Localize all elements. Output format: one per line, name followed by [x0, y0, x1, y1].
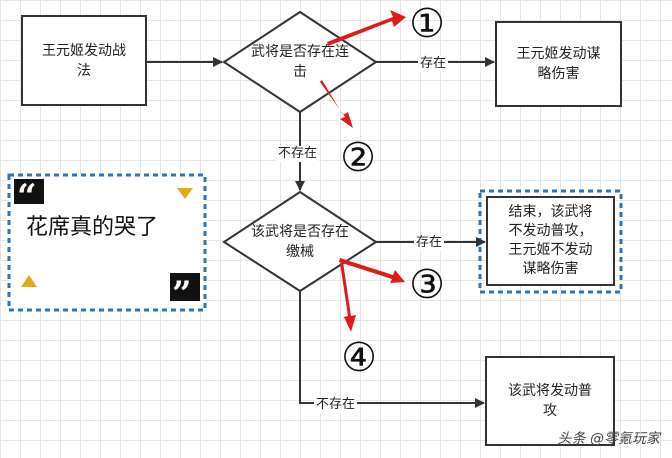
close-quote-icon-bg	[170, 273, 200, 301]
edge-label-d1-no: 不存在	[276, 146, 320, 162]
marker-4: ④	[341, 335, 377, 381]
result-end-box	[486, 196, 615, 286]
marker-3: ③	[409, 262, 445, 308]
open-quote-icon: “	[17, 177, 37, 217]
red-arrow-4	[340, 262, 356, 332]
red-arrow-1	[327, 10, 406, 46]
start-label: 王元姬发动战 法	[42, 42, 126, 79]
watermark: 头条 @零氪玩家	[557, 431, 660, 447]
edge-label-d1-yes: 存在	[418, 56, 449, 72]
triangle-up-icon	[21, 275, 37, 287]
close-quote-icon: ”	[172, 274, 192, 314]
result-attack-box	[485, 356, 615, 446]
decision1-label: 武将是否存在连 击	[251, 44, 349, 80]
edge-d2-no	[299, 291, 485, 408]
edge-label-d2-yes: 存在	[414, 235, 445, 251]
quote-text: 花席真的哭了	[26, 215, 159, 240]
decision2-label: 该武将是否存在 缴械	[251, 224, 349, 260]
result-attack-label: 该武将发动普 攻	[508, 383, 592, 419]
start-box	[21, 15, 147, 106]
red-arrow-3	[339, 258, 405, 283]
result-end-label: 结束，该武将 不发动普攻， 王元姬不发动 谋略伤害	[508, 204, 593, 277]
marker-1: ①	[409, 1, 445, 47]
result1-box	[495, 21, 622, 107]
open-quote-icon-bg	[14, 179, 44, 204]
edge-label-d2-no: 不存在	[314, 397, 358, 413]
marker-2: ②	[340, 135, 376, 181]
triangle-down-icon	[177, 188, 193, 199]
red-arrow-2	[320, 80, 353, 128]
result1-label: 王元姬发动谋 略伤害	[516, 46, 601, 82]
